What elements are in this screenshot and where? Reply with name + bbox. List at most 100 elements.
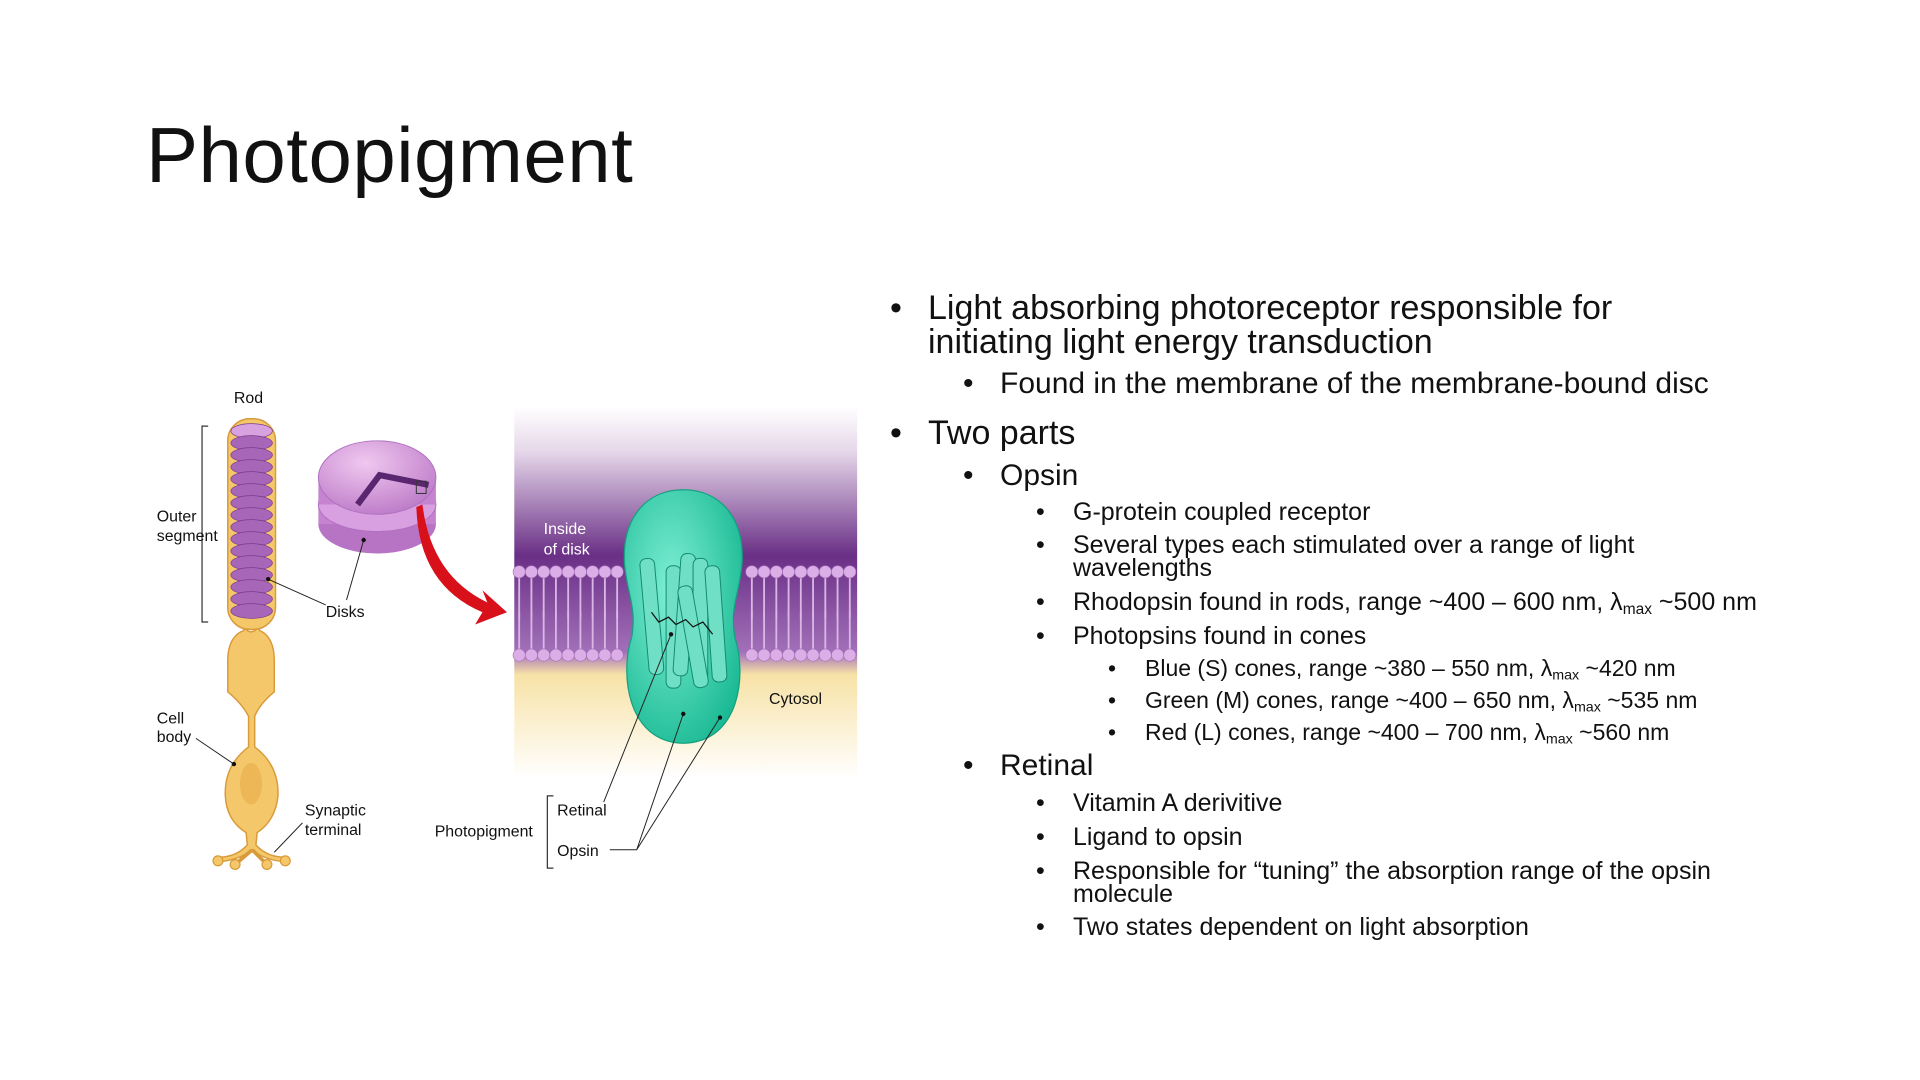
retinal-item-1: Vitamin A derivitive (1073, 789, 1283, 817)
bullet-marker: • (1036, 531, 1045, 559)
lambda-max-subscript: max (1622, 600, 1652, 618)
lipid-head (782, 565, 795, 579)
lipid-head (610, 565, 624, 579)
label-terminal: terminal (305, 822, 362, 839)
lipid-head (806, 565, 820, 579)
bullet-marker: • (963, 367, 974, 400)
lipid-head (598, 648, 612, 662)
retinal-item-4: Two states dependent on light absorption (1073, 913, 1529, 941)
label-opsin: Opsin (557, 843, 599, 860)
cone-blue: Blue (S) cones, range ~380 – 550 nm, λma… (1145, 657, 1676, 683)
bullet-marker: • (1108, 687, 1117, 713)
lipid-head (549, 565, 563, 579)
label-retinal: Retinal (557, 803, 607, 820)
lipid-head (818, 565, 832, 579)
cone-red-text: Red (L) cones, range ~400 – 700 nm, λ (1145, 719, 1546, 745)
lipid-head (843, 565, 857, 579)
bullet-marker: • (1036, 498, 1045, 526)
rod-cell: Rod Outer segment Disks Cell body Synapt… (157, 390, 366, 870)
label-synaptic: Synaptic (305, 803, 366, 820)
cone-red-peak: ~560 nm (1572, 719, 1670, 745)
opsin-item-2-line-1: Several types each stimulated over a ran… (1073, 531, 1635, 559)
lipid-head (512, 565, 526, 579)
rod-disk (230, 603, 273, 619)
cone-green-text: Green (M) cones, range ~400 – 650 nm, λ (1145, 687, 1574, 713)
lipid-head (843, 648, 857, 662)
lambda-max-subscript: max (1552, 667, 1580, 684)
opsin-item-1: G-protein coupled receptor (1073, 498, 1371, 526)
bullet-marker: • (963, 749, 974, 782)
lipid-head (561, 565, 575, 579)
bullet-marker: • (1036, 857, 1045, 885)
bullet-marker: • (1036, 622, 1045, 650)
lipid-head (573, 565, 587, 579)
lambda-max-subscript: max (1545, 731, 1573, 748)
lipid-head (769, 565, 783, 579)
label-body: body (157, 729, 192, 746)
cone-green-peak: ~535 nm (1600, 687, 1698, 713)
lipid-head (831, 565, 844, 579)
lipid-head (757, 648, 771, 662)
rod-disk-stack (230, 423, 273, 619)
bullet-marker: • (1108, 655, 1117, 681)
retinal-item-3-line-2: molecule (1073, 880, 1174, 908)
outer-segment-bracket (201, 425, 209, 623)
cone-blue-peak: ~420 nm (1579, 655, 1676, 681)
retinal-item-2: Ligand to opsin (1073, 823, 1243, 851)
bullet-marker: • (890, 289, 902, 327)
bullet-marker: • (1036, 823, 1045, 851)
bullet-marker: • (1108, 719, 1117, 745)
lipid-head (831, 648, 844, 662)
label-outer: Outer (157, 509, 197, 526)
lipid-head (794, 648, 808, 662)
lipid-head (549, 648, 563, 662)
bullet-2: Two parts (928, 414, 1076, 452)
retinal-item-3-line-1: Responsible for “tuning” the absorption … (1073, 857, 1711, 885)
lipid-head (586, 648, 600, 662)
lipid-head (610, 648, 624, 662)
label-cytosol: Cytosol (769, 691, 822, 708)
membrane-panel: Inside of disk Cytosol Photopigment Reti… (435, 406, 858, 869)
cone-blue-text: Blue (S) cones, range ~380 – 550 nm, λ (1145, 655, 1553, 681)
lipid-head (782, 648, 795, 662)
bullet-opsin: Opsin (1000, 459, 1079, 492)
lipid-head (598, 565, 612, 579)
lipid-head (573, 648, 587, 662)
rhodopsin-text: Rhodopsin found in rods, range ~400 – 60… (1073, 588, 1623, 616)
lipid-head (794, 565, 808, 579)
red-arrow-icon (416, 504, 507, 625)
lambda-max-subscript: max (1573, 699, 1601, 716)
bullet-marker: • (1036, 913, 1045, 941)
cone-green: Green (M) cones, range ~400 – 650 nm, λm… (1145, 689, 1697, 715)
lipid-head (745, 565, 759, 579)
rhodopsin-peak: ~500 nm (1651, 588, 1757, 616)
label-of-disk: of disk (544, 542, 590, 559)
lipid-head (745, 648, 759, 662)
lipid-head (769, 648, 783, 662)
bullet-marker: • (1036, 588, 1045, 616)
bullet-marker: • (963, 459, 974, 492)
label-segment: segment (157, 528, 219, 545)
opsin-helices (639, 553, 728, 689)
bullet-marker: • (1036, 789, 1045, 817)
label-rod: Rod (234, 390, 263, 407)
cone-red: Red (L) cones, range ~400 – 700 nm, λmax… (1145, 721, 1669, 747)
lipid-head (525, 565, 538, 579)
lipid-head (818, 648, 832, 662)
lipid-head (561, 648, 575, 662)
lipid-head (512, 648, 526, 662)
label-disks: Disks (326, 604, 365, 621)
bullet-1-sub-1: Found in the membrane of the membrane-bo… (1000, 367, 1709, 400)
lipid-bilayer (512, 565, 857, 662)
disk-stack-illustration (317, 440, 507, 625)
slide-title: Photopigment (146, 111, 634, 199)
lipid-head (537, 648, 551, 662)
lipid-head (806, 648, 820, 662)
lipid-head (525, 648, 538, 662)
bullet-1-line-2: initiating light energy transduction (928, 323, 1433, 361)
bullet-1-line-1: Light absorbing photoreceptor responsibl… (928, 289, 1613, 327)
opsin-item-3: Rhodopsin found in rods, range ~400 – 60… (1073, 588, 1757, 618)
label-cell: Cell (157, 711, 184, 728)
